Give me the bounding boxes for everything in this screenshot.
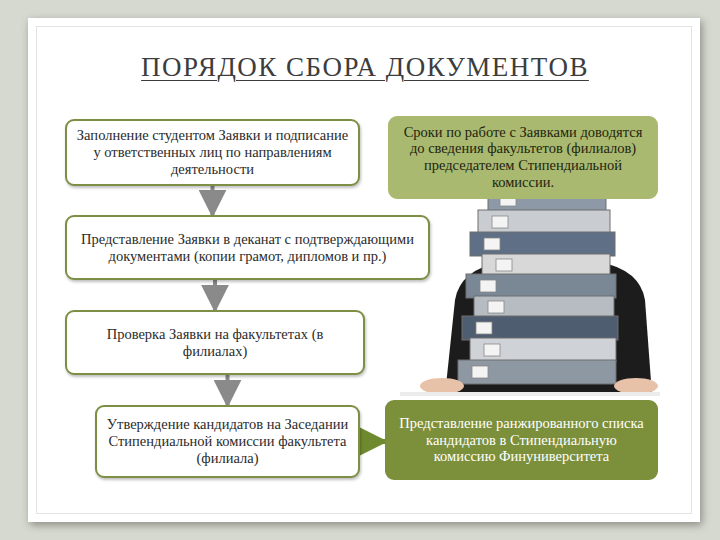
box-text: Заполнение студентом Заявки и подписание…: [67, 127, 358, 177]
box-text: Утверждение кандидатов на Заседании Стип…: [97, 416, 358, 466]
flow-arrow: [213, 280, 217, 310]
note-box: Сроки по работе с Заявками доводятся до …: [388, 116, 658, 199]
slide-title: ПОРЯДОК СБОРА ДОКУМЕНТОВ: [40, 52, 690, 83]
box-text: Сроки по работе с Заявками доводятся до …: [390, 124, 656, 191]
process-box: Заполнение студентом Заявки и подписание…: [65, 119, 360, 186]
process-box: Утверждение кандидатов на Заседании Стип…: [95, 405, 360, 478]
process-box: Представление Заявки в деканат с подтвер…: [65, 215, 430, 280]
box-text: Проверка Заявки на факультетах (в филиал…: [67, 326, 363, 359]
flow-arrow: [211, 186, 215, 215]
result-box: Представление ранжированного списка канд…: [385, 400, 658, 480]
process-box: Проверка Заявки на факультетах (в филиал…: [65, 310, 365, 375]
flow-arrow: [360, 439, 385, 444]
box-text: Представление Заявки в деканат с подтвер…: [67, 231, 428, 264]
box-text: Представление ранжированного списка канд…: [387, 415, 656, 465]
flow-arrow: [226, 375, 230, 405]
